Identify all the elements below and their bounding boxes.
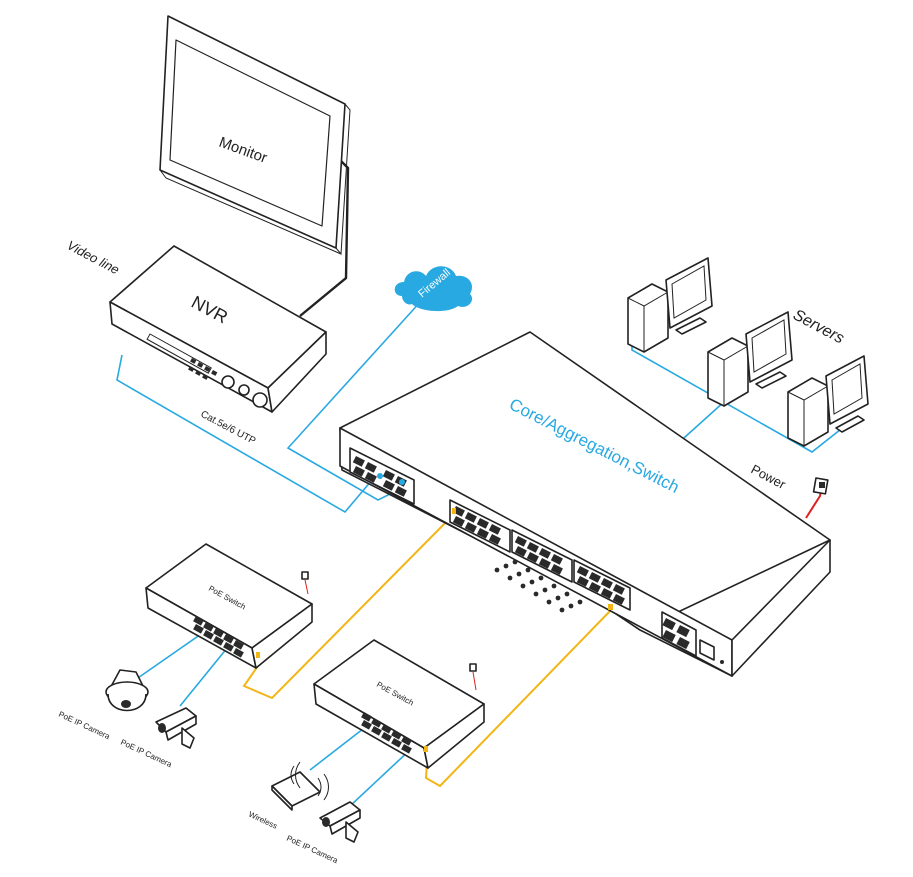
nvr: NVR Video line Cat.5e/6 UTP [65, 237, 327, 447]
nvr-knob [221, 375, 235, 389]
core-switch-port-group-1 [449, 499, 511, 553]
camera-3-label: PoE IP Camera [285, 834, 340, 866]
core-switch-port-group-3 [573, 559, 631, 611]
firewall: Firewall [394, 266, 473, 312]
wireless-label: Wireless [247, 810, 279, 831]
server-1 [627, 257, 713, 353]
camera-1-label: PoE IP Camera [57, 710, 112, 742]
cat-cable-label: Cat.5e/6 UTP [199, 409, 258, 447]
wireless-ap [271, 761, 329, 811]
camera-cable-2 [179, 641, 233, 707]
nvr-buttons [188, 358, 218, 380]
core-switch-side [731, 539, 831, 677]
firewall-cloud [394, 266, 473, 312]
core-switch-port-group-2 [511, 529, 573, 583]
nvr-power-button [252, 392, 268, 408]
uplink-cable-1 [242, 507, 461, 700]
server-2 [707, 311, 793, 407]
video-line-label: Video line [65, 237, 122, 277]
poe-switch-1: PoE Switch [145, 543, 313, 669]
camera-cable-1 [134, 631, 205, 681]
camera-cable-3 [349, 747, 413, 807]
dot-pattern [494, 559, 583, 613]
core-switch-sfp-ports [661, 611, 724, 664]
poe-switch-2-ports [361, 712, 412, 754]
nvr-uplink-cable [116, 354, 373, 514]
power-socket: Power [749, 461, 829, 495]
poe-switch-2: PoE Switch [313, 639, 485, 769]
video-cable [299, 159, 350, 317]
bullet-camera-1 [155, 707, 197, 749]
dome-camera [105, 669, 149, 712]
core-switch-left-ports [349, 447, 415, 505]
server-3 [787, 355, 869, 447]
core-switch: Core/Aggregation,Switch [339, 331, 831, 677]
monitor: Monitor [159, 15, 351, 256]
servers-label: Servers [790, 307, 847, 348]
bullet-camera-2 [319, 801, 361, 843]
nvr-slot [146, 333, 212, 374]
nvr-knob-2 [238, 384, 250, 396]
camera-2-label: PoE IP Camera [119, 738, 174, 770]
poe-switch-1-ports [193, 615, 244, 658]
